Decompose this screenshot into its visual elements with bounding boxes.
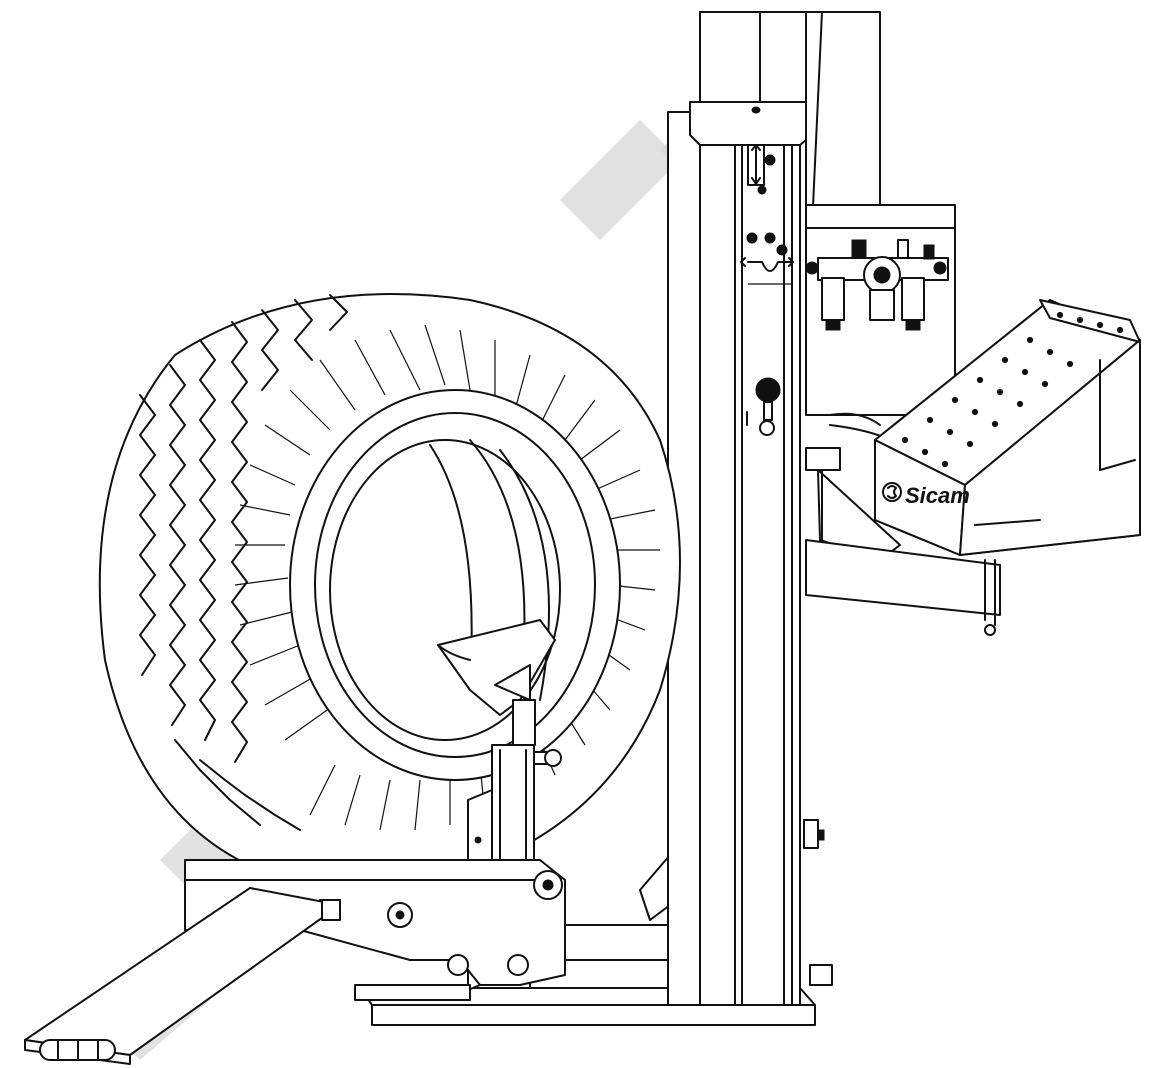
sidewall-lugs	[234, 324, 660, 831]
main-column	[667, 11, 823, 1006]
tray-holes	[901, 311, 1124, 468]
tread-pattern	[139, 294, 348, 831]
air-regulator	[805, 239, 949, 331]
column-fittings	[803, 819, 833, 986]
support-arm	[805, 539, 1001, 636]
tyre	[98, 293, 681, 886]
svg-text:Sicam: Sicam	[905, 483, 970, 508]
tool-tray: Sicam	[874, 299, 1141, 556]
pedal-knob[interactable]	[746, 377, 781, 436]
roller-cradle	[184, 859, 566, 1001]
ramp-roller	[39, 1039, 116, 1061]
brand-logo: Sicam	[882, 482, 970, 508]
clamp-knob[interactable]	[533, 749, 562, 767]
cabinet	[805, 11, 956, 416]
column-controls	[740, 144, 794, 285]
loading-ramp	[24, 887, 341, 1065]
